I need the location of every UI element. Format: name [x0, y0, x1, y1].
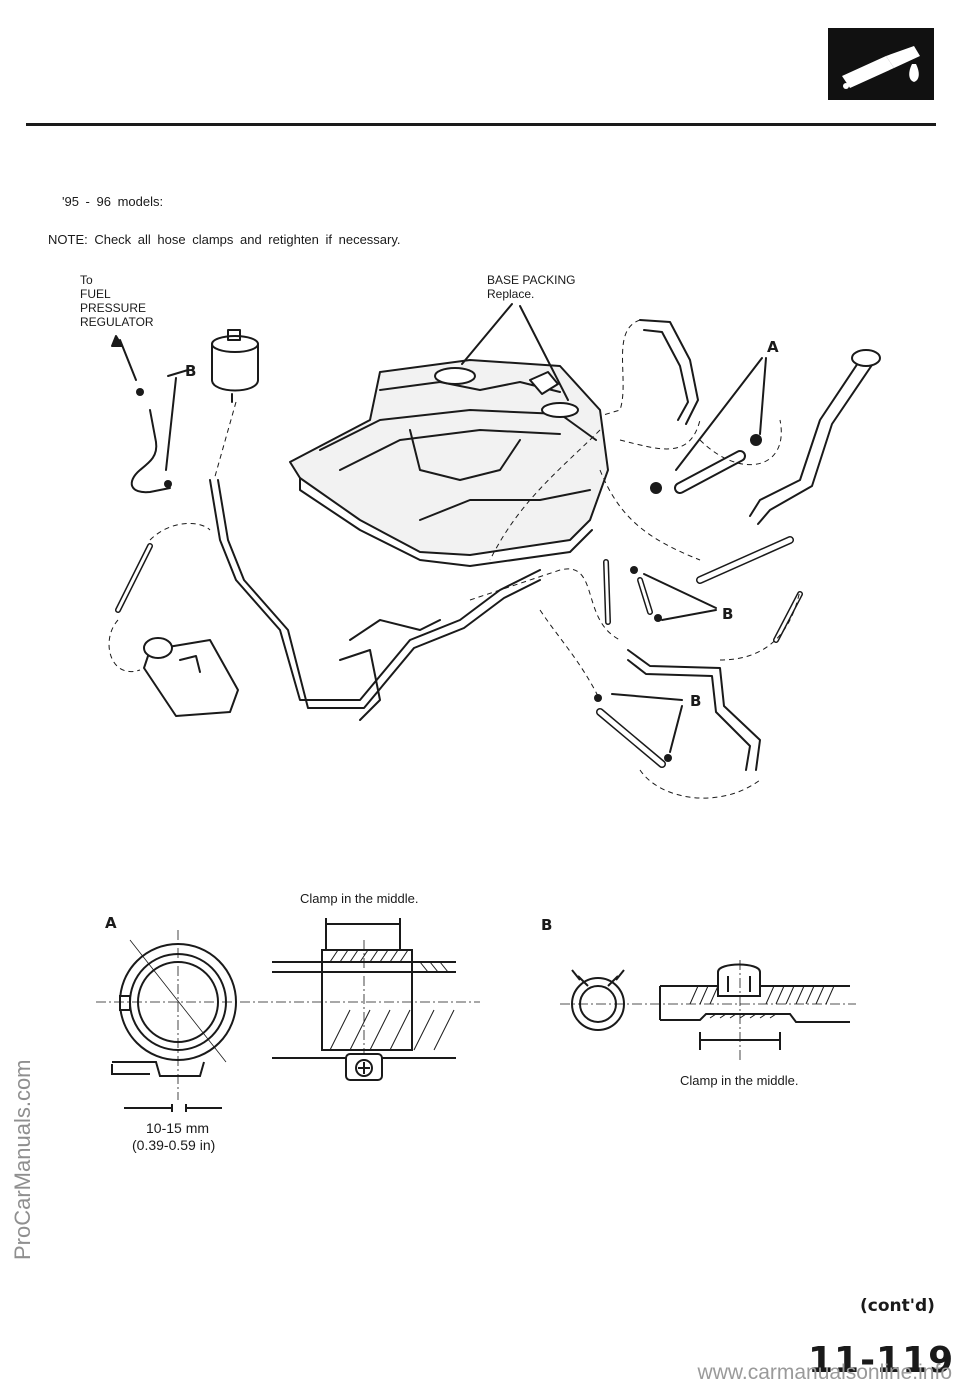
detail-a-letter: A: [105, 914, 117, 932]
site-watermark: www.carmanualsonline.info: [697, 1361, 952, 1384]
clamp-b: [630, 566, 638, 574]
filler-neck: [749, 359, 861, 517]
callout-b-right-upper: B: [722, 605, 734, 623]
vertical-watermark: ProCarManuals.com: [10, 1059, 35, 1260]
fuel-nozzle-icon: [842, 46, 920, 89]
clamp-b: [136, 388, 144, 396]
detail-a-clamp-note: Clamp in the middle.: [300, 891, 419, 906]
fuel-tank: [289, 359, 609, 556]
fuel-filter: [211, 343, 259, 392]
detail-b-clamp-note: Clamp in the middle.: [680, 1073, 799, 1088]
continued-label: (cont'd): [860, 1296, 935, 1316]
evap-canister: [143, 639, 239, 717]
base-packing-label: BASE PACKING Replace.: [487, 273, 576, 301]
to-fuel-pressure-regulator-label: To FUEL PRESSURE REGULATOR: [80, 273, 154, 329]
callout-b-right-lower: B: [690, 692, 702, 710]
models-heading: '95 - 96 models:: [62, 194, 164, 209]
detail-b-letter: B: [541, 916, 553, 934]
clamp-b: [164, 480, 172, 488]
clamp-a: [650, 482, 662, 494]
callout-b-left: B: [185, 362, 197, 380]
detail-a-dimension-in: (0.39-0.59 in): [132, 1137, 216, 1153]
detail-a-dimension: 10-15 mm: [146, 1120, 210, 1136]
note-text: NOTE: Check all hose clamps and retighte…: [48, 232, 401, 247]
header-rule: [26, 123, 936, 126]
page-number: 11-119: [808, 1340, 955, 1381]
clamp-b: [594, 694, 602, 702]
clamp-b: [664, 754, 672, 762]
callout-a-right: A: [767, 338, 779, 356]
clamp-a: [750, 434, 762, 446]
clamp-b: [654, 614, 662, 622]
fuel-lines: [209, 479, 541, 701]
fuel-tank-exploded-diagram: [108, 303, 881, 799]
section-icon: [828, 28, 934, 100]
